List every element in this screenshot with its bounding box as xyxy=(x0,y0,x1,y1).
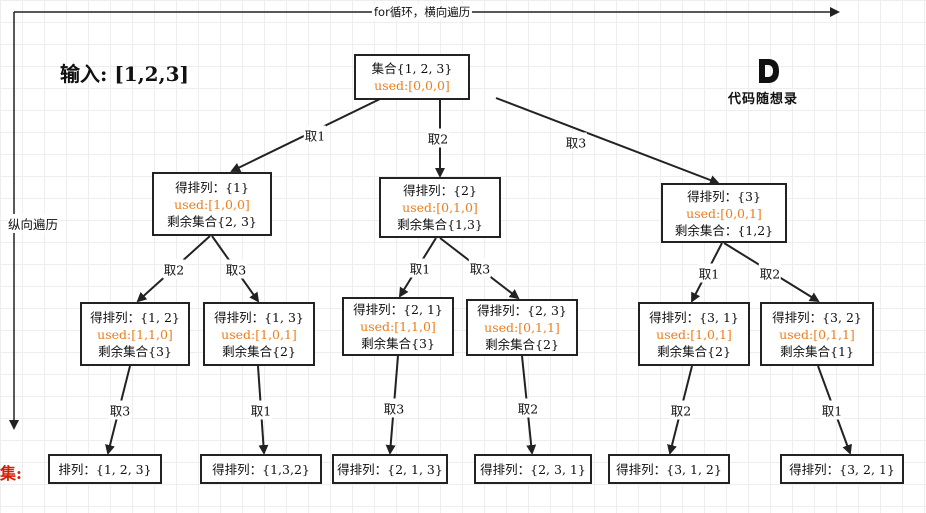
node-remaining: 剩余集合{2} xyxy=(485,337,559,352)
node-3-2: 得排列：{3, 2} used:[0,1,1] 剩余集合{1} xyxy=(760,302,874,366)
node-perm: 得排列：{1, 2} xyxy=(90,309,180,325)
logo-text: 代码随想录 xyxy=(728,92,799,107)
node-remaining: 剩余集合{1} xyxy=(780,343,854,359)
node-3: 得排列：{3} used:[0,0,1] 剩余集合：{1,2} xyxy=(661,183,787,243)
node-perm: 得排列：{3} xyxy=(687,188,761,204)
horizontal-traversal-label: for循环，横向遍历 xyxy=(372,4,473,20)
leaf-text: 得排列：{2, 1, 3} xyxy=(337,461,443,477)
leaf-1: 排列：{1, 2, 3} xyxy=(48,454,162,484)
node-remaining: 剩余集合：{1,2} xyxy=(674,222,774,238)
root-set: 集合{1, 2, 3} xyxy=(371,61,453,76)
node-remaining: 剩余集合{2} xyxy=(657,343,731,359)
edge-label-root-3: 取3 xyxy=(564,132,588,152)
node-3-1: 得排列：{3, 1} used:[1,0,1] 剩余集合{2} xyxy=(638,302,750,366)
node-used: used:[1,0,1] xyxy=(656,326,732,342)
node-perm: 得排列：{1} xyxy=(175,179,249,195)
node-perm: 得排列：{1, 3} xyxy=(214,309,304,325)
leaf-2: 得排列：{1,3,2} xyxy=(200,454,322,484)
leaf-text: 排列：{1, 2, 3} xyxy=(58,461,152,477)
input-title: 输入: [1,2,3] xyxy=(60,62,189,86)
node-remaining: 剩余集合{3} xyxy=(361,336,435,351)
result-label: 集: xyxy=(0,464,22,483)
node-2-3: 得排列：{2, 3} used:[0,1,1] 剩余集合{2} xyxy=(466,299,578,356)
node-remaining: 剩余集合{2} xyxy=(222,343,296,359)
node-used: used:[1,0,1] xyxy=(221,326,297,342)
node-1-2: 得排列：{1, 2} used:[1,1,0] 剩余集合{3} xyxy=(80,302,190,366)
node-remaining: 剩余集合{1,3} xyxy=(397,217,483,232)
node-2: 得排列：{2} used:[0,1,0] 剩余集合{1,3} xyxy=(379,177,501,238)
node-perm: 得排列：{3, 2} xyxy=(772,309,862,325)
edge-label-3-1: 取1 xyxy=(697,263,721,283)
leaf-5: 得排列：{3, 1, 2} xyxy=(608,454,730,484)
edge-label-leaf-4: 取2 xyxy=(516,398,540,418)
node-used: used:[0,1,0] xyxy=(402,200,478,215)
edge-root-to-3 xyxy=(495,97,720,185)
root-node: 集合{1, 2, 3} used:[0,0,0] xyxy=(354,54,470,100)
node-perm: 得排列：{2, 3} xyxy=(477,303,567,318)
leaf-6: 得排列：{3, 2, 1} xyxy=(780,454,904,484)
leaf-text: 得排列：{3, 1, 2} xyxy=(616,461,722,477)
leaf-text: 得排列：{2, 3, 1} xyxy=(480,461,586,477)
vertical-traversal-label: 纵向遍历 xyxy=(8,214,59,233)
node-used: used:[0,1,1] xyxy=(484,320,560,335)
node-perm: 得排列：{2, 1} xyxy=(353,302,443,317)
node-1: 得排列：{1} used:[1,0,0] 剩余集合{2, 3} xyxy=(152,172,272,236)
node-used: used:[1,1,0] xyxy=(360,319,436,334)
edge-label-2-1: 取1 xyxy=(408,258,432,278)
root-used: used:[0,0,0] xyxy=(374,78,450,93)
node-perm: 得排列：{2} xyxy=(403,183,477,198)
node-used: used:[0,0,1] xyxy=(686,205,762,221)
node-used: used:[1,0,0] xyxy=(174,196,250,212)
edge-label-leaf-5: 取2 xyxy=(669,400,693,420)
edge-label-1-3: 取3 xyxy=(224,259,248,279)
edge-label-leaf-3: 取3 xyxy=(382,398,406,418)
edge-label-root-2: 取2 xyxy=(426,128,450,148)
leaf-text: 得排列：{1,3,2} xyxy=(212,461,310,477)
edge-label-1-2: 取2 xyxy=(162,259,186,279)
node-1-3: 得排列：{1, 3} used:[1,0,1] 剩余集合{2} xyxy=(203,302,315,366)
node-remaining: 剩余集合{2, 3} xyxy=(167,213,257,229)
logo: 代码随想录 xyxy=(728,58,808,110)
node-perm: 得排列：{3, 1} xyxy=(649,309,739,325)
edge-label-leaf-6: 取1 xyxy=(820,400,844,420)
edge-label-root-1: 取1 xyxy=(303,125,327,145)
edge-label-3-2: 取2 xyxy=(758,263,782,283)
node-used: used:[1,1,0] xyxy=(97,326,173,342)
node-2-1: 得排列：{2, 1} used:[1,1,0] 剩余集合{3} xyxy=(342,297,454,356)
leaf-4: 得排列：{2, 3, 1} xyxy=(474,454,592,484)
edge-label-leaf-2: 取1 xyxy=(249,400,273,420)
node-remaining: 剩余集合{3} xyxy=(98,343,172,359)
logo-d-icon xyxy=(759,59,779,83)
node-used: used:[0,1,1] xyxy=(779,326,855,342)
leaf-3: 得排列：{2, 1, 3} xyxy=(332,454,448,484)
edge-label-leaf-1: 取3 xyxy=(108,400,132,420)
leaf-text: 得排列：{3, 2, 1} xyxy=(789,461,895,477)
edge-label-2-3: 取3 xyxy=(468,258,492,278)
